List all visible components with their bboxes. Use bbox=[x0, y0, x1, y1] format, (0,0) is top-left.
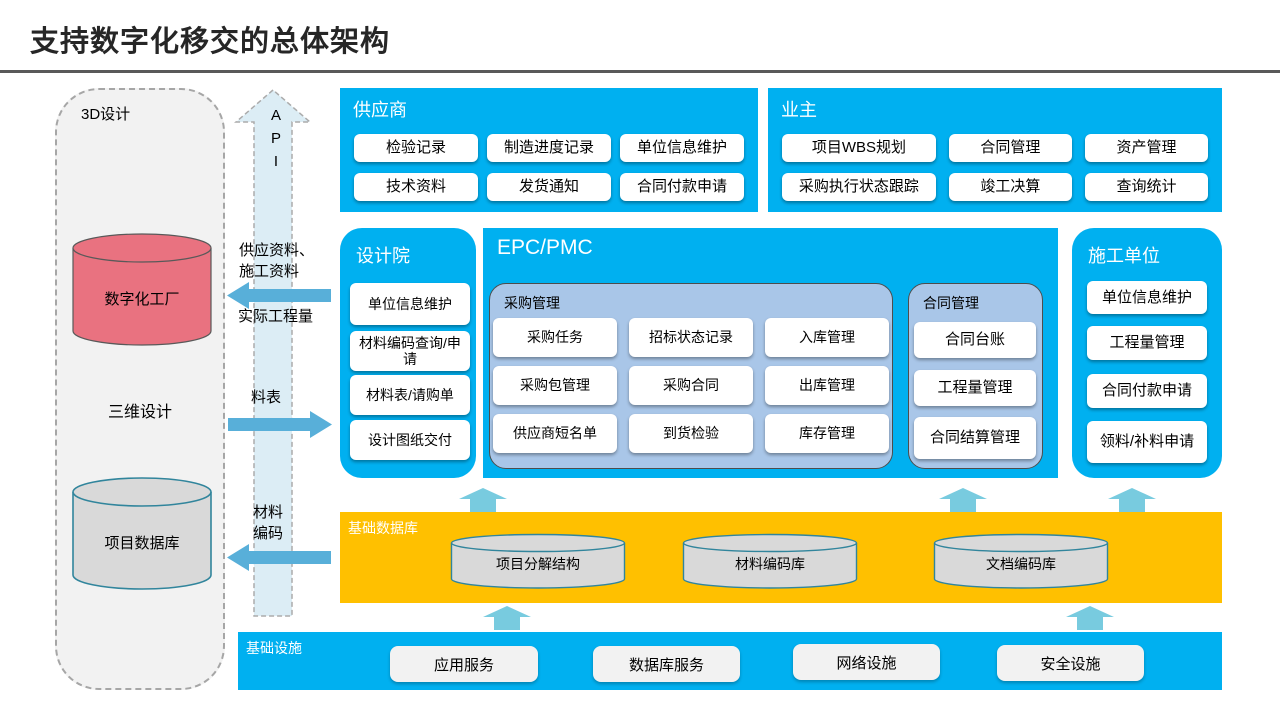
supply-data-line2: 施工资料 bbox=[239, 263, 300, 280]
design-3d-label: 三维设计 bbox=[107, 404, 172, 421]
module-chip: 发货通知 bbox=[487, 173, 611, 201]
owner-panel: 业主 项目WBS规划 合同管理 资产管理 采购执行状态跟踪 竣工决算 查询统计 bbox=[768, 88, 1222, 212]
design-institute-title: 设计院 bbox=[356, 246, 410, 266]
api-up-arrow-icon bbox=[233, 89, 313, 617]
module-chip: 合同付款申请 bbox=[620, 173, 744, 201]
project-db-label: 项目数据库 bbox=[104, 535, 180, 552]
cylinder-shape-icon bbox=[72, 233, 212, 346]
api-letter: P bbox=[270, 130, 281, 147]
module-chip: 材料编码查询/申请 bbox=[350, 331, 470, 371]
owner-title: 业主 bbox=[781, 100, 817, 120]
module-chip: 采购任务 bbox=[493, 318, 617, 357]
module-chip: 库存管理 bbox=[765, 414, 889, 453]
base-db-title: 基础数据库 bbox=[348, 520, 418, 536]
module-chip: 单位信息维护 bbox=[620, 134, 744, 162]
digital-factory-label: 数字化工厂 bbox=[104, 291, 180, 308]
module-chip: 技术资料 bbox=[354, 173, 478, 201]
module-chip: 制造进度记录 bbox=[487, 134, 611, 162]
api-label: A P I bbox=[268, 104, 284, 173]
module-chip: 安全设施 bbox=[997, 645, 1144, 681]
up-arrow-icon bbox=[483, 606, 531, 630]
material-code-line2: 编码 bbox=[253, 525, 284, 542]
up-arrow-icon bbox=[1066, 606, 1114, 630]
module-chip: 竣工决算 bbox=[948, 173, 1072, 201]
infrastructure-panel: 基础设施 应用服务 数据库服务 网络设施 安全设施 bbox=[238, 632, 1222, 690]
owner-buttons: 项目WBS规划 合同管理 资产管理 采购执行状态跟踪 竣工决算 查询统计 bbox=[782, 134, 1208, 201]
doc-code-db-label: 文档编码库 bbox=[986, 556, 1056, 572]
module-chip: 领料/补料申请 bbox=[1087, 421, 1207, 463]
module-chip: 单位信息维护 bbox=[350, 283, 470, 325]
cylinder-shape-icon bbox=[450, 533, 626, 589]
cylinder-shape-icon bbox=[933, 533, 1109, 589]
up-arrow-icon bbox=[1108, 488, 1156, 512]
module-chip: 应用服务 bbox=[390, 646, 538, 682]
supplier-buttons: 检验记录 制造进度记录 单位信息维护 技术资料 发货通知 合同付款申请 bbox=[354, 134, 744, 201]
material-code-line1: 材料 bbox=[253, 504, 284, 521]
supply-data-line1: 供应资料、 bbox=[239, 242, 315, 259]
procurement-buttons: 采购任务 招标状态记录 入库管理 采购包管理 采购合同 出库管理 供应商短名单 … bbox=[493, 318, 889, 453]
module-chip: 采购合同 bbox=[629, 366, 753, 405]
procurement-title: 采购管理 bbox=[504, 295, 560, 311]
module-chip: 合同台账 bbox=[914, 322, 1036, 358]
material-list-label: 料表 bbox=[251, 389, 282, 406]
flow-left-arrow-icon bbox=[227, 282, 331, 309]
module-chip: 招标状态记录 bbox=[629, 318, 753, 357]
module-chip: 到货检验 bbox=[629, 414, 753, 453]
module-chip: 项目WBS规划 bbox=[782, 134, 936, 162]
module-chip: 合同付款申请 bbox=[1087, 374, 1207, 408]
module-chip: 网络设施 bbox=[793, 644, 940, 680]
module-chip: 查询统计 bbox=[1084, 173, 1208, 201]
infrastructure-title: 基础设施 bbox=[246, 640, 302, 656]
module-chip: 采购执行状态跟踪 bbox=[782, 173, 936, 201]
module-chip: 入库管理 bbox=[765, 318, 889, 357]
3d-design-label: 3D设计 bbox=[81, 106, 131, 123]
contract-title: 合同管理 bbox=[923, 295, 979, 311]
module-chip: 单位信息维护 bbox=[1087, 281, 1207, 314]
up-arrow-icon bbox=[459, 488, 507, 512]
supply-data-label: 供应资料、 施工资料 bbox=[239, 240, 314, 282]
api-letter: A bbox=[270, 107, 281, 124]
module-chip: 工程量管理 bbox=[1087, 326, 1207, 360]
module-chip: 检验记录 bbox=[354, 134, 478, 162]
module-chip: 合同结算管理 bbox=[914, 417, 1036, 459]
epc-pmc-title: EPC/PMC bbox=[497, 236, 593, 259]
module-chip: 合同管理 bbox=[948, 134, 1072, 162]
module-chip: 数据库服务 bbox=[593, 646, 740, 682]
pbs-cylinder: 项目分解结构 bbox=[450, 533, 626, 595]
supplier-panel: 供应商 检验记录 制造进度记录 单位信息维护 技术资料 发货通知 合同付款申请 bbox=[340, 88, 758, 212]
page-title: 支持数字化移交的总体架构 bbox=[30, 26, 391, 58]
cylinder-shape-icon bbox=[72, 477, 212, 590]
module-chip: 采购包管理 bbox=[493, 366, 617, 405]
actual-quantity-label: 实际工程量 bbox=[238, 308, 314, 325]
module-chip: 供应商短名单 bbox=[493, 414, 617, 453]
material-code-db-label: 材料编码库 bbox=[735, 556, 805, 572]
project-db-cylinder: 项目数据库 bbox=[71, 476, 213, 597]
cylinder-shape-icon bbox=[682, 533, 858, 589]
title-divider bbox=[0, 70, 1280, 73]
construction-title: 施工单位 bbox=[1088, 246, 1160, 266]
module-chip: 材料表/请购单 bbox=[350, 375, 470, 415]
module-chip: 资产管理 bbox=[1084, 134, 1208, 162]
module-chip: 设计图纸交付 bbox=[350, 420, 470, 460]
flow-right-arrow-icon bbox=[228, 411, 332, 438]
pbs-label: 项目分解结构 bbox=[496, 556, 580, 572]
flow-left-arrow-icon bbox=[227, 544, 331, 571]
material-code-label: 材料 编码 bbox=[253, 502, 283, 544]
3d-design-panel: 3D设计 数字化工厂 三维设计 项目数据库 bbox=[55, 88, 225, 690]
doc-code-db-cylinder: 文档编码库 bbox=[933, 533, 1109, 595]
digital-factory-cylinder: 数字化工厂 bbox=[71, 232, 213, 353]
supplier-title: 供应商 bbox=[353, 100, 407, 120]
module-chip: 出库管理 bbox=[765, 366, 889, 405]
material-code-db-cylinder: 材料编码库 bbox=[682, 533, 858, 595]
up-arrow-icon bbox=[939, 488, 987, 512]
module-chip: 工程量管理 bbox=[914, 370, 1036, 406]
api-letter: I bbox=[273, 153, 279, 170]
